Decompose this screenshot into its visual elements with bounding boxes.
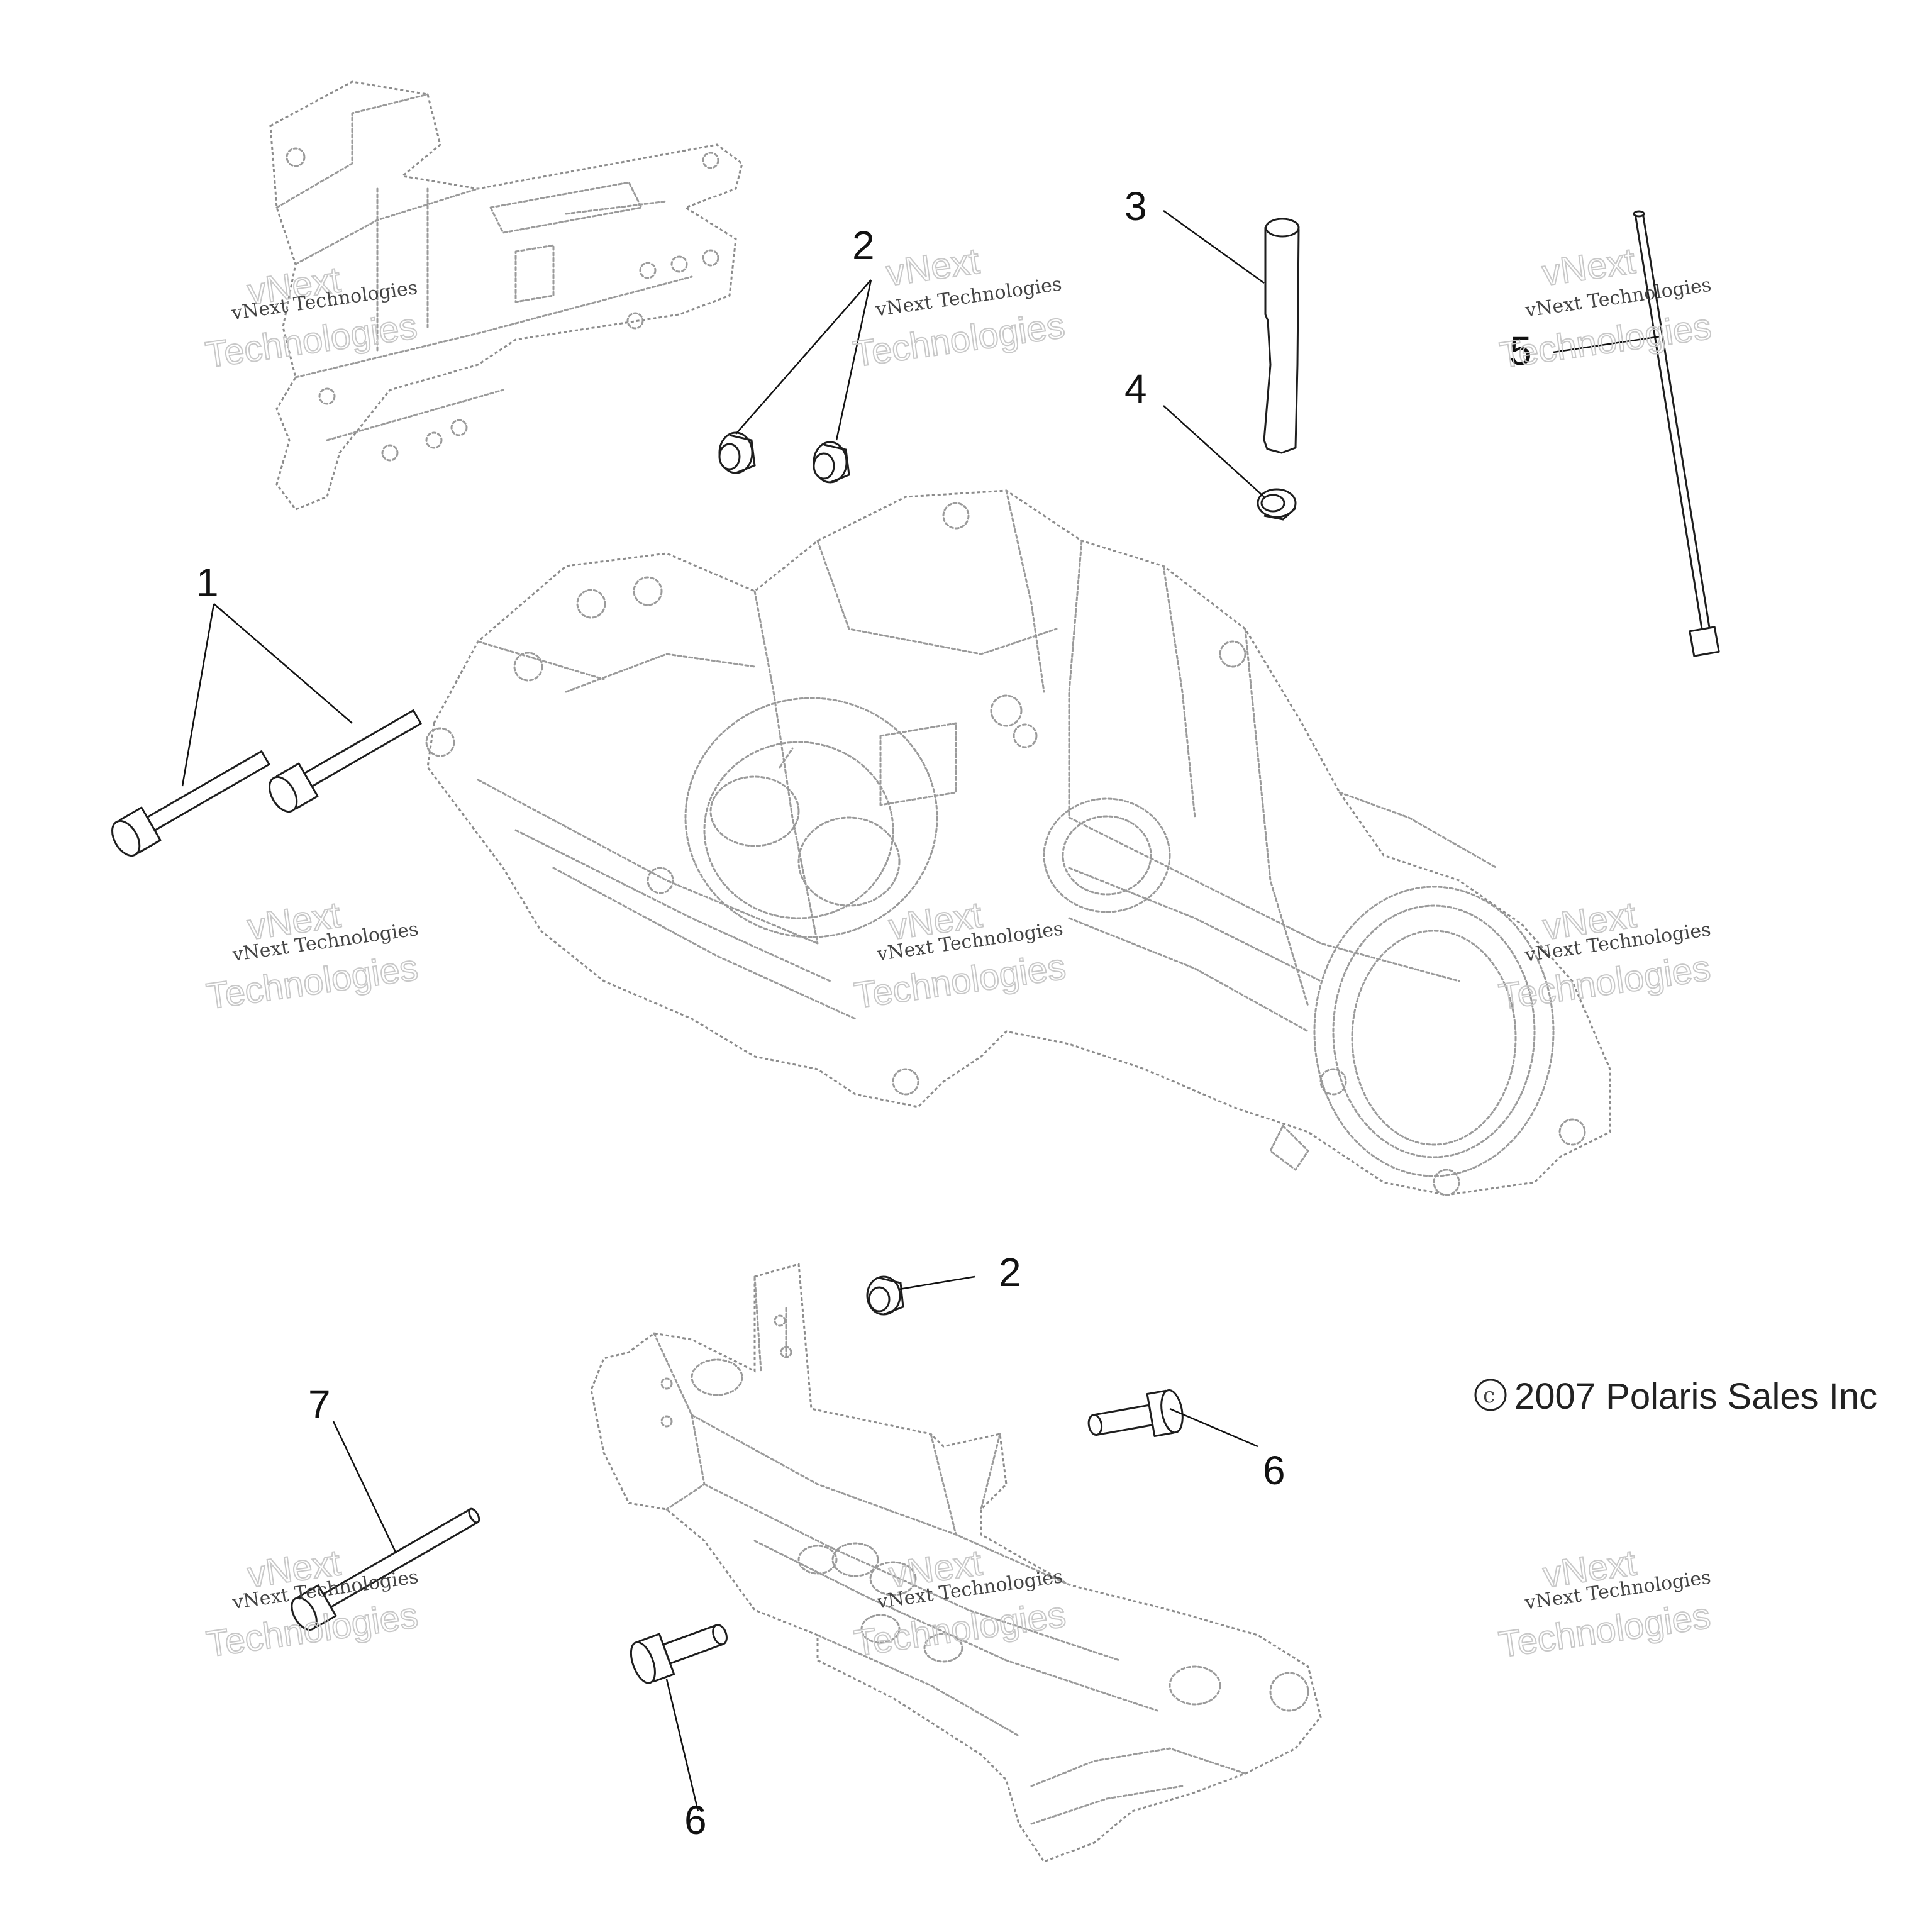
watermark-top-right: vNext vNext Technologies Technologies: [1497, 240, 1714, 377]
watermark-bottom-left: vNext vNext Technologies Technologies: [203, 1541, 421, 1665]
bushing-2c-icon: [866, 1275, 904, 1316]
callout-7: 7: [308, 1382, 331, 1427]
leader-lines: [181, 209, 1661, 1812]
collar-4-icon: [1257, 488, 1297, 521]
bushing-2a-icon: [718, 431, 756, 474]
callout-6-bottom: 6: [684, 1797, 707, 1843]
bolt-1a-icon: [111, 750, 270, 857]
callout-3: 3: [1124, 184, 1147, 229]
rod-5-icon: [1633, 210, 1720, 657]
bushing-2b-icon: [813, 441, 850, 484]
callout-2-upper: 2: [852, 223, 875, 268]
transmission-housing: [425, 489, 1611, 1196]
callout-2-lower: 2: [999, 1250, 1021, 1295]
bolt-6b-icon: [630, 1624, 728, 1684]
callout-6-right: 6: [1263, 1448, 1285, 1493]
upper-mount-bracket: [269, 80, 743, 511]
copyright-notice: c 2007 Polaris Sales Inc: [1474, 1376, 1877, 1417]
copyright-text: 2007 Polaris Sales Inc: [1514, 1376, 1877, 1417]
watermark-top-center: vNext vNext Technologies Technologies: [850, 240, 1068, 375]
copyright-symbol: c: [1483, 1383, 1495, 1408]
watermark-mid-left: vNext vNext Technologies Technologies: [203, 894, 421, 1018]
watermark-bottom-right: vNext vNext Technologies Technologies: [1496, 1541, 1713, 1666]
tube-3-icon: [1263, 218, 1300, 454]
callout-5: 5: [1509, 328, 1532, 374]
bolt-6a-icon: [1087, 1389, 1184, 1437]
callout-1: 1: [196, 560, 219, 605]
callout-4: 4: [1124, 366, 1147, 411]
bolt-1b-icon: [269, 709, 422, 813]
copyright-icon: [1474, 1379, 1507, 1411]
bolt-7-icon: [291, 1507, 480, 1631]
lower-frame-mount: [590, 1263, 1322, 1863]
